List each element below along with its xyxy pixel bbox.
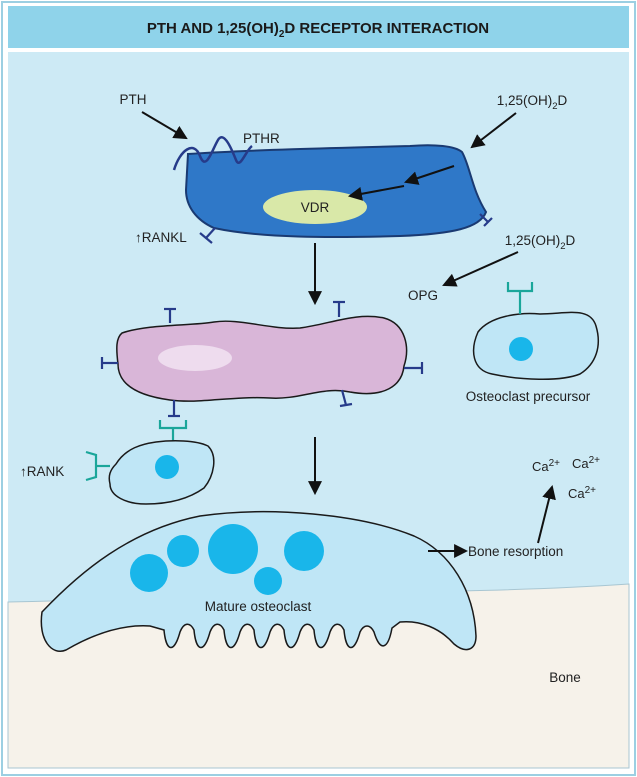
arrow-vitd-inside-1 (404, 165, 455, 185)
osteoblast-receptor-right (479, 213, 493, 227)
vitd-top-label: 1,25(OH)2D (497, 93, 568, 112)
rank-cell-receptor (85, 450, 110, 482)
vdr-nucleus (263, 190, 367, 224)
vdr-label: VDR (301, 200, 330, 215)
arrow-pth-to-pthr (141, 111, 188, 140)
vitd-mid-label: 1,25(OH)2D (505, 233, 576, 252)
bone-resorption-label: Bone resorption (468, 544, 563, 559)
stromal-nucleus (158, 345, 232, 371)
precursor-nucleus (509, 337, 533, 361)
arrow-vitd-to-vdr (347, 185, 405, 201)
pth-label: PTH (120, 92, 147, 107)
figure-title: PTH AND 1,25(OH)2D RECEPTOR INTERACTION (147, 20, 489, 40)
pthr-receptor (172, 136, 253, 171)
rankl-ligand-osteoblast (199, 227, 216, 244)
calcium-ion-1: Ca2+ (532, 458, 560, 474)
mature-osteoclast-nuclei (130, 524, 324, 595)
osteoblast-cell (184, 144, 488, 239)
arrow-vitd-to-opg (442, 251, 519, 287)
mature-osteoclast-label: Mature osteoclast (205, 599, 312, 614)
rankl-label: ↑RANKL (135, 230, 187, 245)
stromal-cell (116, 315, 408, 402)
arrow-vitd-to-osteoblast (470, 112, 517, 149)
pthr-label: PTHR (243, 131, 280, 146)
stromal-receptors (100, 300, 424, 418)
opg-label: OPG (408, 288, 438, 303)
precursor-rank-receptor (506, 282, 534, 314)
osteoclast-precursor-cell (472, 311, 600, 380)
osteoclast-precursor-label: Osteoclast precursor (466, 389, 591, 404)
rank-receptor-binding (158, 420, 188, 442)
arrow-to-calcium (537, 484, 556, 544)
calcium-ion-2: Ca2+ (572, 455, 600, 471)
bone-label: Bone (549, 670, 581, 685)
rank-label: ↑RANK (20, 464, 64, 479)
calcium-ion-3: Ca2+ (568, 485, 596, 501)
header-bar (8, 6, 629, 48)
rank-cell-nucleus (155, 455, 179, 479)
